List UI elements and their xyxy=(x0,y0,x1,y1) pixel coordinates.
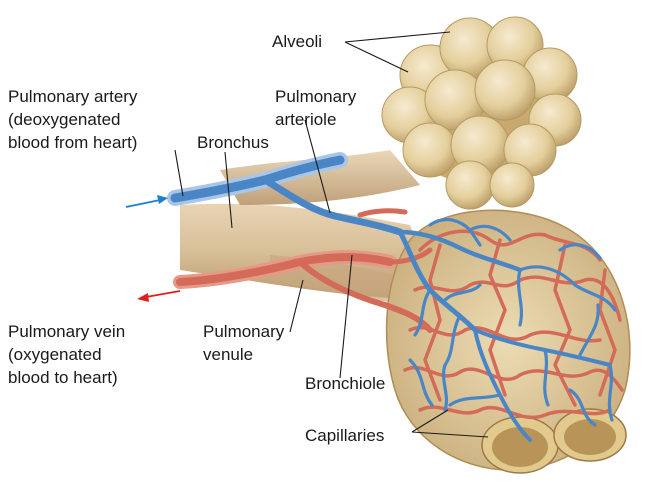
label-alveoli: Alveoli xyxy=(272,32,322,51)
label-pulmonary-artery-line-3: blood from heart) xyxy=(8,133,137,152)
oxygenated-flow-arrow xyxy=(137,291,180,302)
label-pulmonary-artery-line-2: (deoxygenated xyxy=(8,110,120,129)
label-bronchiole: Bronchiole xyxy=(305,374,385,393)
label-pulmonary-vein-line-2: (oxygenated xyxy=(8,345,102,364)
deoxygenated-flow-arrow xyxy=(126,195,168,207)
label-pulmonary-venule-line-1: Pulmonary xyxy=(203,322,285,341)
label-capillaries: Capillaries xyxy=(305,426,384,445)
label-bronchus: Bronchus xyxy=(197,133,269,152)
label-pulmonary-vein-line-3: blood to heart) xyxy=(8,368,118,387)
label-pulmonary-arteriole-line-1: Pulmonary xyxy=(275,87,357,106)
label-pulmonary-artery-line-1: Pulmonary artery xyxy=(8,87,138,106)
label-pulmonary-vein-line-1: Pulmonary vein xyxy=(8,322,125,341)
label-pulmonary-venule-line-2: venule xyxy=(203,345,253,364)
label-pulmonary-arteriole-line-2: arteriole xyxy=(275,110,336,129)
